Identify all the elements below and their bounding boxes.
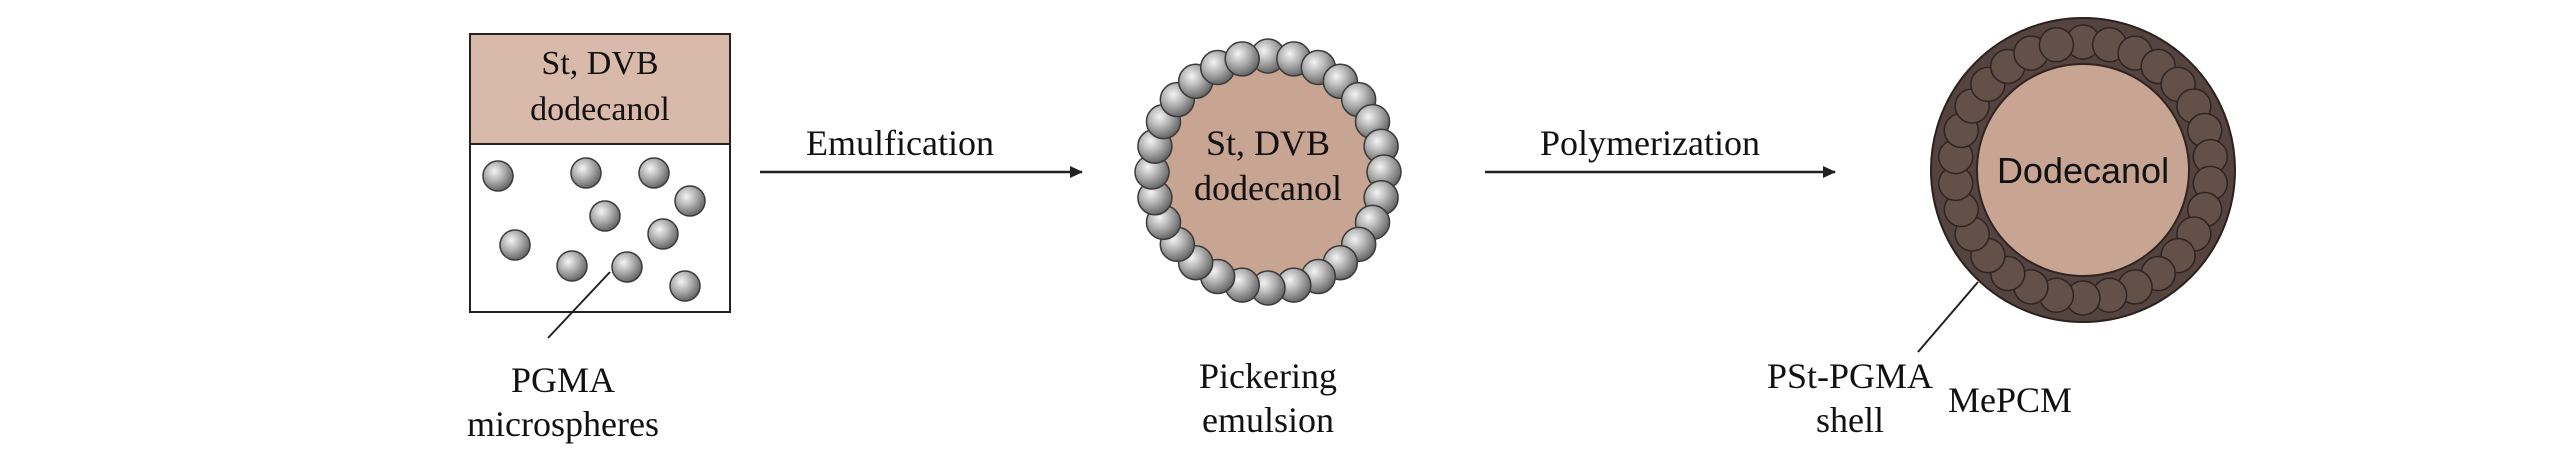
pickering-stabilizer-ring	[1134, 38, 1402, 306]
shell-particles	[1937, 24, 2229, 316]
pgma-microsphere	[669, 270, 701, 302]
pgma-microsphere	[589, 200, 621, 232]
pgma-microsphere	[674, 185, 706, 217]
pgma-microsphere	[570, 157, 602, 189]
pgma-microsphere	[647, 218, 679, 250]
pgma-caption-line2: microspheres	[467, 404, 659, 444]
mepcm-label: MePCM	[1948, 380, 2072, 420]
shell-caption-line2: shell	[1816, 400, 1884, 440]
pgma-microsphere	[611, 251, 643, 283]
pgma-microsphere	[499, 229, 531, 261]
oil-label-line1: St, DVB	[541, 45, 658, 82]
pgma-microsphere	[556, 250, 588, 282]
shell-caption-line1: PSt-PGMA	[1767, 356, 1933, 396]
pickering-caption-line2: emulsion	[1202, 400, 1334, 440]
shell-leader-line	[1917, 281, 1979, 353]
pickering-caption-line1: Pickering	[1199, 356, 1337, 396]
core-label: Dodecanol	[1997, 150, 2169, 191]
shell-particle	[2038, 27, 2075, 63]
pgma-microsphere	[482, 160, 514, 192]
mepcm-core	[1976, 63, 2190, 277]
oil-label-line2: dodecanol	[530, 91, 670, 128]
pgma-caption-line1: PGMA	[511, 360, 615, 400]
microsphere-leader-line	[547, 271, 611, 339]
emulfication-label: Emulfication	[806, 123, 994, 163]
pgma-microspheres	[482, 157, 706, 302]
adsorbed-microsphere	[1224, 41, 1260, 77]
emulsion-droplet-core	[1156, 60, 1380, 284]
droplet-label-line1: St, DVB	[1206, 123, 1330, 163]
polymerization-label: Polymerization	[1540, 123, 1760, 163]
droplet-label-line2: dodecanol	[1194, 168, 1342, 208]
pgma-microsphere	[638, 157, 670, 189]
oil-phase	[469, 33, 731, 145]
